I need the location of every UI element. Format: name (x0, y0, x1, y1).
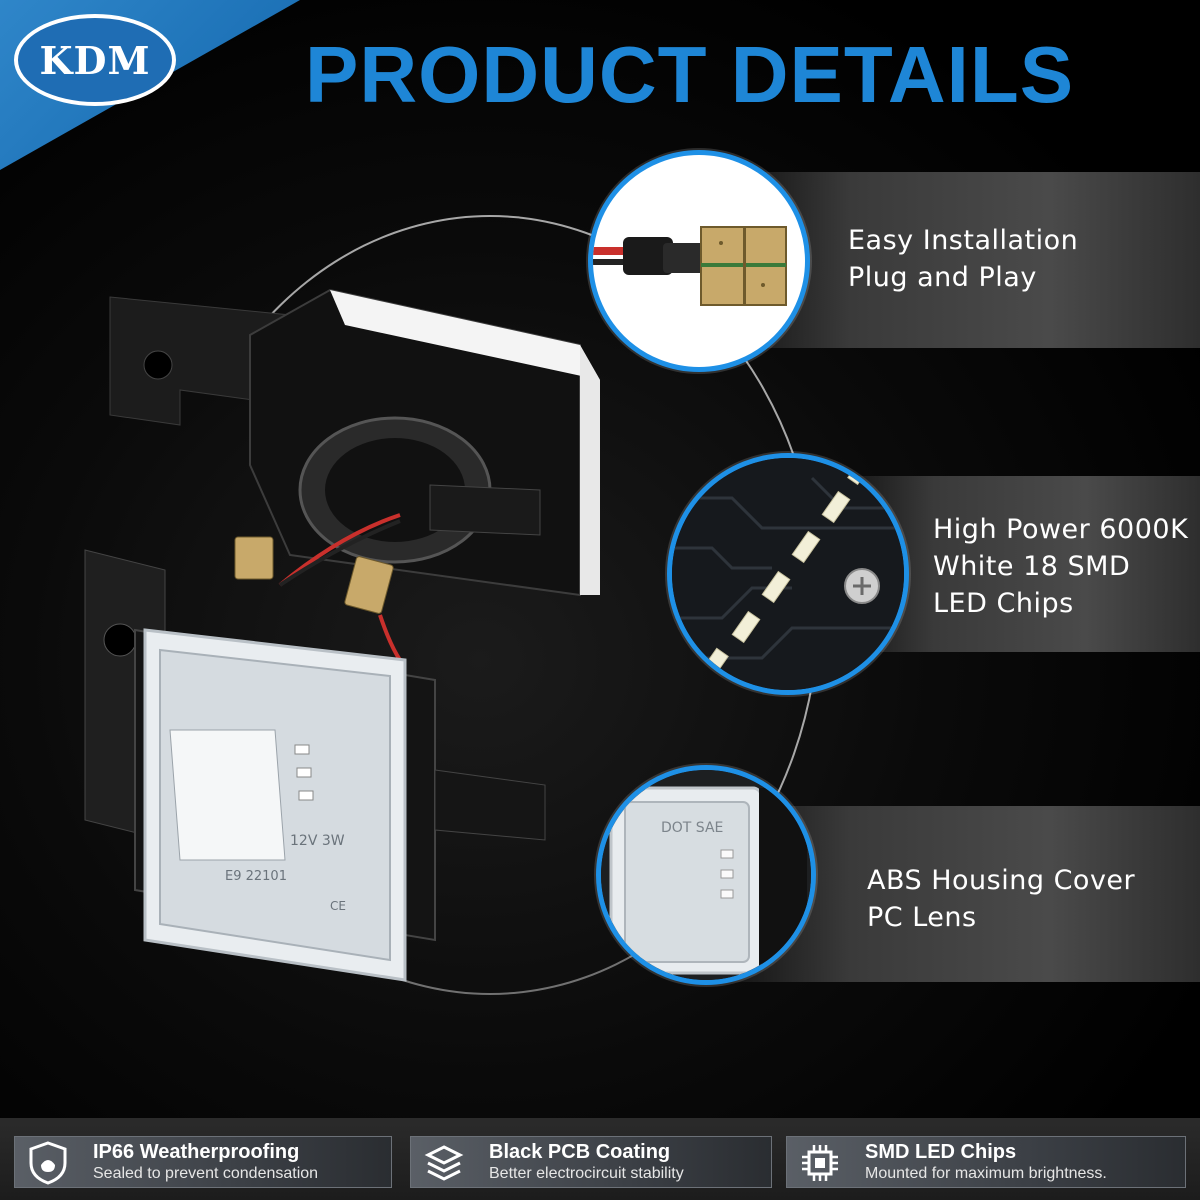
feature-text-led: High Power 6000K White 18 SMD LED Chips (933, 511, 1188, 622)
lens-front-product: 12V 3W E9 22101 CE (84, 549, 546, 982)
page-title: PRODUCT DETAILS (305, 30, 1075, 119)
feature-line: High Power 6000K (933, 514, 1189, 545)
feature-card-subtitle: Better electrocircuit stability (489, 1165, 684, 1182)
feature-card-title: IP66 Weatherproofing (93, 1141, 300, 1163)
housing-rear-product (109, 288, 600, 662)
layers-icon (421, 1140, 467, 1186)
connector-illustration (593, 226, 787, 306)
lens-marking: CE (330, 899, 346, 913)
kdm-logo: KDM (14, 14, 176, 106)
lens-marking: E9 22101 (225, 869, 287, 884)
lens-marking: DOT SAE (661, 820, 723, 836)
feature-line: ABS Housing Cover (867, 865, 1136, 896)
feature-line: Plug and Play (848, 262, 1037, 293)
chip-icon (797, 1140, 843, 1186)
feature-line: White 18 SMD (933, 551, 1131, 582)
feature-line: Easy Installation (848, 225, 1079, 256)
feature-card-pcb: Black PCB Coating Better electrocircuit … (410, 1136, 772, 1188)
feature-text-installation: Easy Installation Plug and Play (848, 222, 1078, 296)
shield-icon (25, 1140, 71, 1186)
lens-marking: 12V 3W (290, 833, 345, 849)
lens-housing-closeup: DOT SAE (596, 765, 816, 985)
feature-card-subtitle: Sealed to prevent condensation (93, 1165, 319, 1182)
led-pcb-illustration (672, 458, 904, 690)
feature-card-subtitle: Mounted for maximum brightness. (865, 1165, 1107, 1182)
feature-card-title: Black PCB Coating (489, 1141, 671, 1163)
feature-card-title: SMD LED Chips (865, 1141, 1017, 1163)
lens-illustration: DOT SAE (601, 770, 811, 980)
feature-card-weatherproofing: IP66 Weatherproofing Sealed to prevent c… (14, 1136, 392, 1188)
wiring-connector-closeup (588, 150, 810, 372)
led-pcb-closeup (667, 453, 909, 695)
feature-card-smd: SMD LED Chips Mounted for maximum bright… (786, 1136, 1186, 1188)
feature-text-housing: ABS Housing Cover PC Lens (867, 862, 1135, 936)
feature-line: LED Chips (933, 588, 1074, 619)
feature-line: PC Lens (867, 902, 977, 933)
